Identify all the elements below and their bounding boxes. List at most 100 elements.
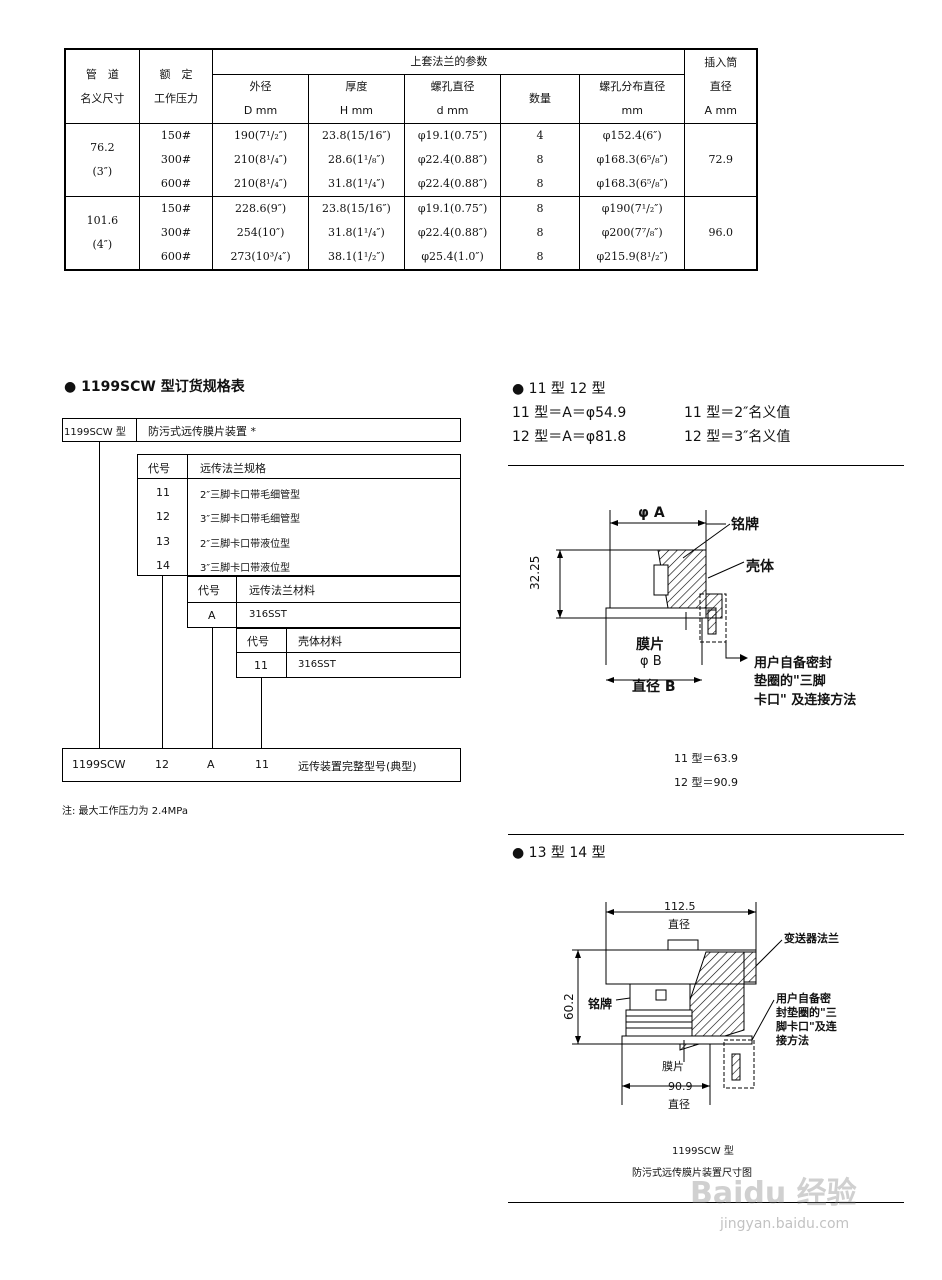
insert-cell: 72.9 (684, 123, 758, 197)
thickness-cell: 31.8(1¹/₄″) (307, 221, 405, 245)
watermark-url: jingyan.baidu.com (720, 1216, 850, 1232)
thickness-cell: 38.1(1¹/₂″) (307, 245, 405, 270)
flange-spec-code-header: 代号 (148, 462, 170, 475)
header-thickness: 厚度 (307, 74, 405, 99)
type1112-phiB: φ B (640, 654, 662, 669)
header-rated-l1: 额 定 (159, 67, 193, 81)
qty-cell: 8 (500, 148, 580, 172)
type1112-title: ● 11 型 12 型 (512, 381, 606, 397)
header-od-unit: D mm (212, 99, 309, 124)
type1112-height: 32.25 (528, 555, 542, 590)
thickness-cell: 28.6(1¹/₈″) (307, 148, 405, 172)
flange-material-code: A (208, 609, 216, 622)
type1314-note-l1: 用户自备密 (776, 992, 831, 1005)
flange-spec-code: 14 (156, 559, 170, 572)
pressure-cell: 150# (138, 123, 214, 148)
watermark-logo: Baidu 经验 (690, 1176, 857, 1211)
type1314-top-dia: 直径 (668, 918, 690, 931)
flange-spec-code: 11 (156, 486, 170, 499)
qty-cell: 8 (500, 196, 580, 221)
flange-spec-desc: 3″三脚卡口带毛细管型 (200, 514, 301, 525)
pressure-cell: 300# (138, 148, 214, 172)
type1314-diagram (572, 902, 783, 1105)
type1314-caption-l1: 1199SCW 型 (672, 1146, 734, 1157)
qty-cell: 8 (500, 221, 580, 245)
od-cell: 254(10″) (212, 221, 309, 245)
type1112-shell: 壳体 (746, 559, 774, 575)
pipe-size-inch: (3″) (92, 165, 113, 178)
type1112-dim-11: 11 型＝63.9 (674, 752, 738, 765)
body-material-box (236, 628, 461, 678)
bolt-dia-cell: φ22.4(0.88″) (403, 148, 502, 172)
bolt-circle-cell: φ200(7⁷/₈″) (578, 221, 686, 245)
flange-material-label: 远传法兰材料 (249, 584, 315, 597)
example-code-1: 12 (155, 758, 169, 771)
order-note: 注: 最大工作压力为 2.4MPa (62, 806, 188, 817)
pipe-size-cell: 76.2 (3″) (64, 123, 140, 197)
type1314-height: 60.2 (562, 993, 576, 1020)
type1314-bottom-dim: 90.9 (668, 1080, 693, 1093)
type1314-top-dim: 112.5 (664, 900, 696, 913)
bolt-circle-cell: φ215.9(8¹/₂″) (578, 245, 686, 270)
header-bolt-circle: 螺孔分布直径 (578, 74, 686, 99)
bolt-dia-cell: φ19.1(0.75″) (403, 123, 502, 148)
type1314-transmitter-flange: 变送器法兰 (784, 932, 839, 945)
bolt-dia-cell: φ22.4(0.88″) (403, 221, 502, 245)
flange-spec-desc: 2″三脚卡口带毛细管型 (200, 490, 301, 501)
insert-cell: 96.0 (684, 196, 758, 270)
table-row: 76.2 (3″) 150# 190(7¹/₂″) 23.8(15/16″) φ… (64, 123, 758, 197)
body-material-label: 壳体材料 (298, 635, 342, 648)
divider (508, 465, 904, 466)
header-insert-l2: 直径 (709, 79, 732, 93)
table-row: 600# 273(10³/₄″) 38.1(1¹/₂″) φ25.4(1.0″)… (65, 245, 757, 270)
od-cell: 273(10³/₄″) (212, 245, 309, 270)
bolt-circle-cell: φ152.4(6″) (578, 123, 686, 148)
type1112-diagram (556, 510, 748, 683)
type1314-note-l3: 脚卡口"及连 (776, 1020, 837, 1033)
type1314-caption-l2: 防污式远传膜片装置尺寸图 (632, 1168, 752, 1179)
divider (508, 834, 904, 835)
type1314-note-l2: 封垫圈的"三 (776, 1006, 837, 1019)
pressure-cell: 300# (138, 221, 214, 245)
thickness-cell: 23.8(15/16″) (307, 196, 405, 221)
table-row: 300# 254(10″) 31.8(1¹/₄″) φ22.4(0.88″) 8… (65, 221, 757, 245)
pipe-size-mm: 76.2 (90, 141, 115, 154)
header-bolt-circle-unit: mm (578, 99, 686, 124)
flange-spec-table: 管 道 名义尺寸 额 定 工作压力 上套法兰的参数 插入筒 直径 A mm 外径… (64, 48, 758, 271)
model-desc: 防污式远传膜片装置 * (148, 425, 256, 438)
type1112-line1-left: 11 型＝A＝φ54.9 (512, 405, 627, 421)
bolt-dia-cell: φ22.4(0.88″) (403, 172, 502, 197)
header-insert-l1: 插入筒 (704, 55, 738, 69)
type1314-bottom-dia: 直径 (668, 1098, 690, 1111)
divider (508, 1202, 904, 1203)
type1112-note-l3: 卡口" 及连接方法 (754, 693, 857, 708)
header-bolt-dia-unit: d mm (403, 99, 502, 124)
pressure-cell: 150# (138, 196, 214, 221)
od-cell: 210(8¹/₄″) (212, 148, 309, 172)
qty-cell: 4 (500, 123, 580, 148)
bolt-circle-cell: φ190(7¹/₂″) (578, 196, 686, 221)
qty-cell: 8 (500, 172, 580, 197)
type1112-phiA: φ A (638, 505, 665, 521)
header-thickness-unit: H mm (307, 99, 405, 124)
flange-material-code-header: 代号 (198, 584, 220, 597)
header-bolt-dia: 螺孔直径 (403, 74, 502, 99)
body-material-desc: 316SST (298, 659, 336, 670)
table-row: 101.6 (4″) 150# 228.6(9″) 23.8(15/16″) φ… (64, 196, 758, 270)
header-pipe-size: 管 道 名义尺寸 (64, 49, 140, 124)
body-material-code: 11 (254, 659, 268, 672)
model-label: 1199SCW 型 (64, 427, 126, 438)
header-rated: 额 定 工作压力 (138, 49, 214, 124)
example-code-2: A (207, 758, 215, 771)
header-rated-l2: 工作压力 (153, 91, 198, 105)
example-row (62, 748, 461, 782)
example-model: 1199SCW (72, 758, 126, 771)
flange-spec-box (137, 454, 461, 576)
bolt-circle-cell: φ168.3(6⁵/₈″) (578, 148, 686, 172)
type1112-diaB: 直径 B (632, 679, 676, 695)
header-od: 外径 (212, 74, 309, 99)
type1112-diaphragm: 膜片 (636, 637, 664, 653)
type1314-diaphragm: 膜片 (662, 1060, 684, 1073)
header-pipe-size-l1: 管 道 (85, 67, 119, 81)
type1314-note-l4: 接方法 (776, 1034, 809, 1047)
